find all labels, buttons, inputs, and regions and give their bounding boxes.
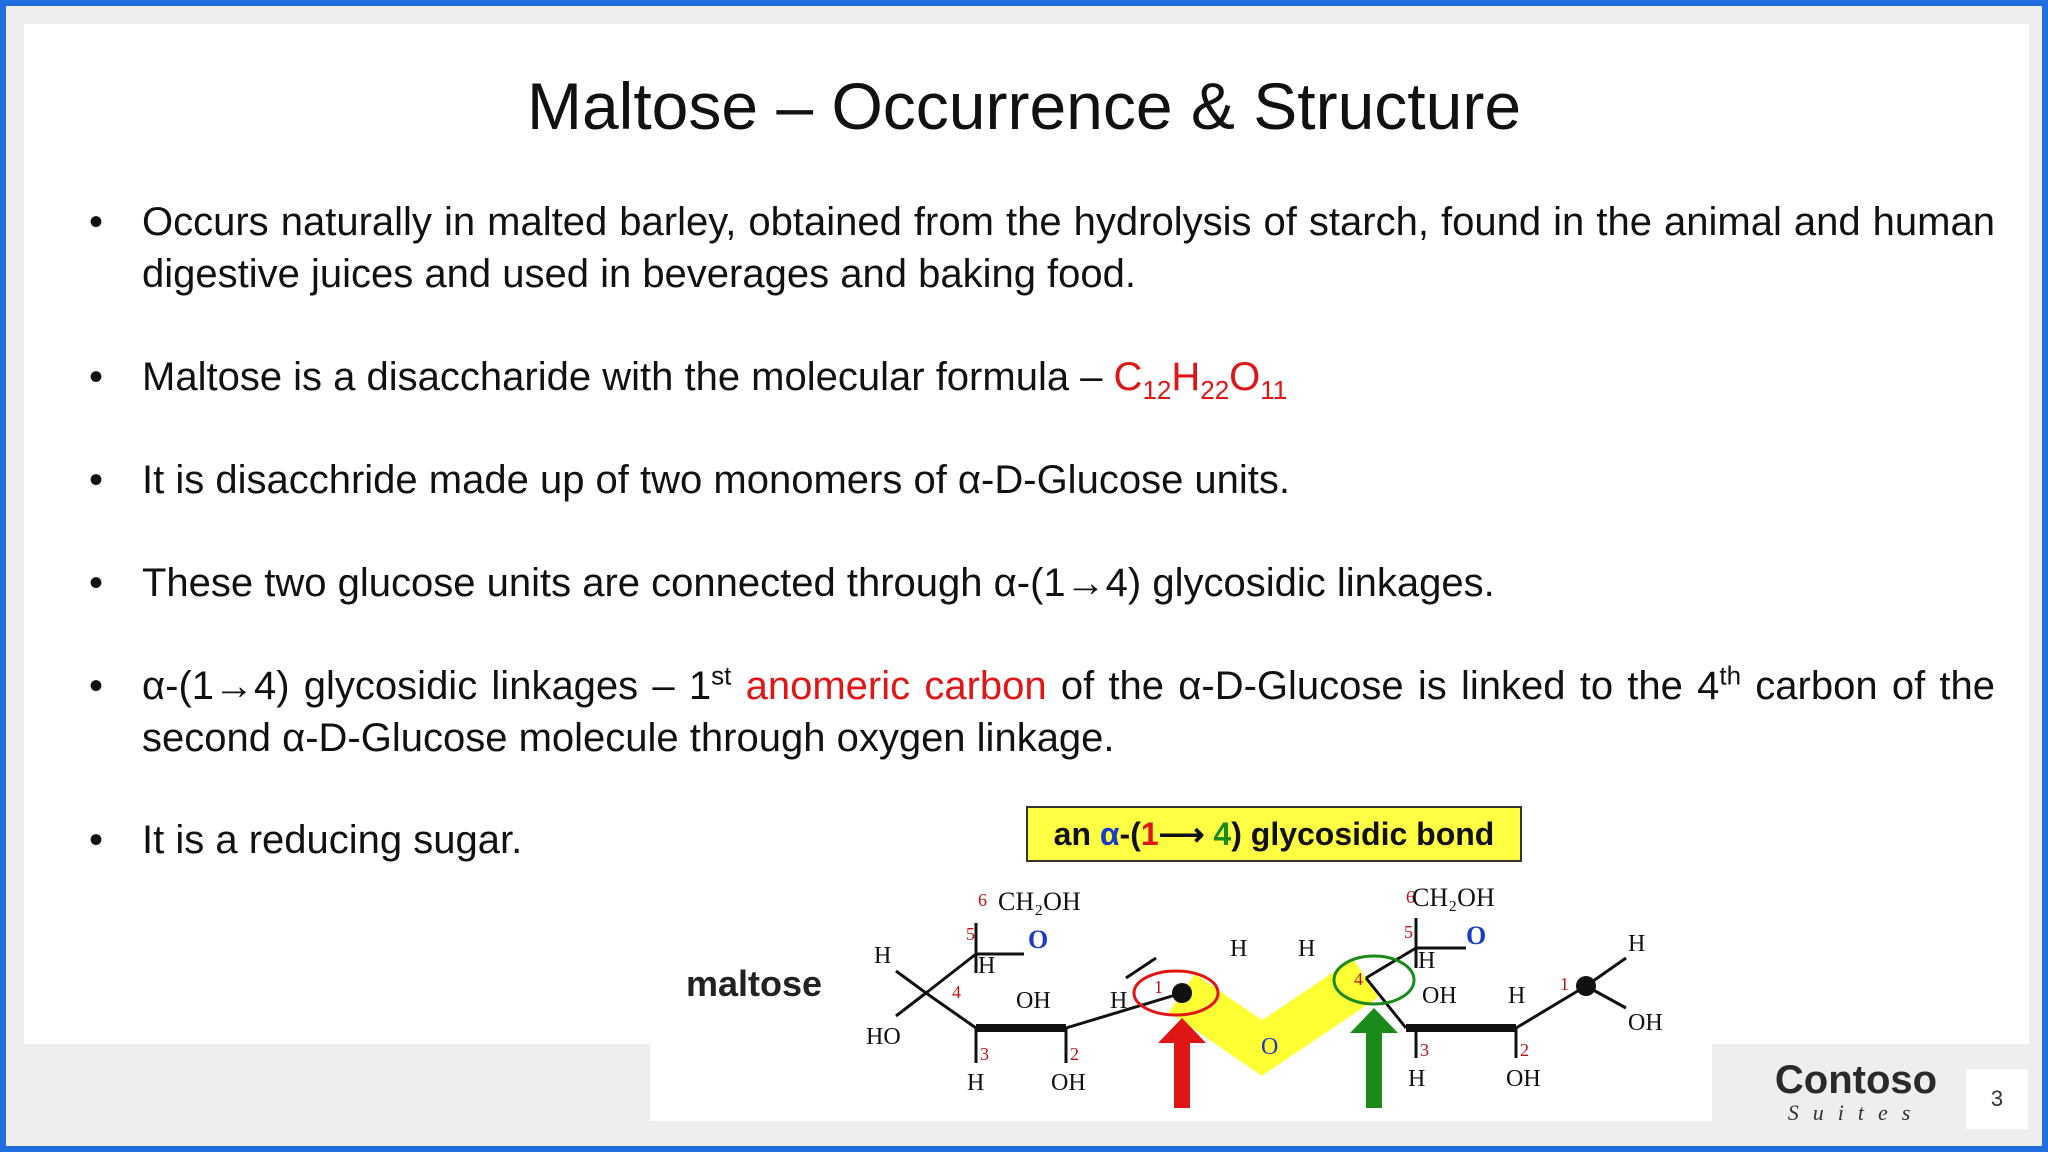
right-c4-h: H: [1298, 936, 1315, 962]
bullet-text-part: carbon of the second α-D-Glucose molecul…: [142, 664, 1996, 760]
green-arrow-icon: [1350, 1008, 1398, 1108]
carbon-1-highlight-circle: [1132, 969, 1220, 1017]
logo-wordmark: Contoso: [1774, 1058, 1938, 1102]
ordinal-suffix: th: [1719, 660, 1742, 691]
left-c3-oh: OH: [1016, 988, 1051, 1014]
substituent-bond: [895, 969, 927, 995]
ring-bond: [925, 952, 977, 995]
right-ring-oxygen: O: [1466, 921, 1486, 950]
left-c4-h: H: [874, 943, 891, 969]
page-number: 3: [1966, 1069, 2028, 1129]
ring-bond: [1365, 946, 1417, 980]
bullet-text-part: Maltose is a disaccharide with the molec…: [142, 355, 1114, 399]
bullet-text: α-(1→4) glycosidic linkages – 1st anomer…: [142, 660, 1995, 764]
bullet-marker: •: [89, 664, 104, 708]
formula-c-sub: 12: [1142, 375, 1172, 405]
left-c1-number: 1: [1154, 977, 1163, 997]
caption-arrow: ⟶: [1158, 816, 1214, 852]
caption-part: -(: [1119, 816, 1141, 852]
carbon-4-highlight-circle: [1332, 954, 1416, 1006]
caption-alpha: α: [1099, 816, 1120, 852]
bullet-text: Maltose is a disaccharide with the molec…: [142, 351, 1995, 403]
substituent-bond: [1125, 956, 1157, 980]
left-c3-h: H: [967, 1070, 984, 1096]
caption-part: ) glycosidic bond: [1231, 816, 1495, 852]
caption-carbon-1: 1: [1140, 816, 1159, 852]
figure-label: maltose: [686, 963, 823, 1004]
right-c6-number: 6: [1406, 887, 1415, 907]
left-c5-number: 5: [966, 924, 975, 944]
substituent-bond: [895, 991, 927, 1018]
bullet-text-part: α-(1→4) glycosidic linkages – 1: [142, 664, 712, 708]
glycosidic-bond-caption: an α-(1⟶ 4) glycosidic bond: [1026, 806, 1522, 862]
left-c2-oh: OH: [1051, 1070, 1086, 1096]
right-c2-oh: OH: [1506, 1066, 1541, 1092]
left-c3-number: 3: [980, 1044, 989, 1064]
right-c4-number: 4: [1354, 969, 1363, 989]
bullet-text-part: of the α-D-Glucose is linked to the 4: [1046, 664, 1720, 708]
slide: Maltose – Occurrence & Structure • Occur…: [6, 6, 2042, 1146]
formula-h-sub: 22: [1200, 375, 1230, 405]
left-c5-h: H: [978, 953, 995, 979]
glycosidic-linkage-highlight: [1168, 958, 1379, 1076]
ordinal-suffix: st: [711, 660, 732, 691]
right-c2-h: H: [1508, 983, 1525, 1009]
left-ch2oh-label: CH₂OH: [998, 887, 1081, 916]
right-anomeric-carbon-dot: [1576, 976, 1596, 996]
left-c4-number: 4: [952, 982, 961, 1002]
right-c5-number: 5: [1404, 922, 1413, 942]
formula-c: C: [1113, 355, 1143, 399]
right-c1-number: 1: [1560, 974, 1569, 994]
formula-h: H: [1171, 355, 1201, 399]
right-c3-oh: OH: [1422, 983, 1457, 1009]
right-c3-number: 3: [1420, 1040, 1429, 1060]
maltose-structure-diagram: CH₂OH 6 5 H O H 4 HO OH H 3 H 2 OH 1 H O…: [866, 883, 1663, 1108]
logo-subtitle: Suites: [1787, 1100, 1925, 1125]
left-c6-number: 6: [978, 890, 987, 910]
caption-part: an: [1053, 816, 1100, 852]
anomeric-carbon-dot: [1172, 983, 1192, 1003]
left-ring-oxygen: O: [1028, 925, 1048, 954]
bullet-marker: •: [89, 458, 104, 502]
ring-bond: [1065, 991, 1183, 1030]
formula-o: O: [1229, 355, 1261, 399]
bullet-marker: •: [89, 200, 104, 244]
right-c2-number: 2: [1520, 1040, 1529, 1060]
caption-carbon-4: 4: [1213, 816, 1232, 852]
left-c1-h: H: [1230, 936, 1247, 962]
ring-bond: [1515, 984, 1587, 1030]
left-c2-h: H: [1110, 988, 1127, 1014]
ring-bond: [925, 991, 977, 1030]
right-c3-h: H: [1408, 1066, 1425, 1092]
bullet-text: It is disacchride made up of two monomer…: [142, 458, 1291, 502]
right-c1-oh: OH: [1628, 1010, 1663, 1036]
slide-title: Maltose – Occurrence & Structure: [526, 69, 1522, 143]
right-c5-h: H: [1418, 948, 1435, 974]
contoso-suites-logo: Contoso Suites: [1756, 1059, 1956, 1125]
molecular-formula: C12H22O11: [1113, 355, 1288, 403]
glycosidic-oxygen: O: [1261, 1034, 1278, 1060]
bullet-text: It is a reducing sugar.: [142, 818, 523, 862]
bullet-text: These two glucose units are connected th…: [142, 561, 1495, 605]
bullet-text: Occurs naturally in malted barley, obtai…: [142, 200, 1995, 296]
left-glucose-ring: [895, 923, 1183, 1063]
bullet-marker: •: [89, 561, 104, 605]
bullet-marker: •: [89, 818, 104, 862]
formula-o-sub: 11: [1260, 375, 1288, 405]
left-c2-number: 2: [1070, 1044, 1079, 1064]
right-ch2oh-label: CH₂OH: [1412, 883, 1495, 912]
right-c1-h: H: [1628, 931, 1645, 957]
bullet-marker: •: [89, 355, 104, 399]
red-arrow-icon: [1158, 1018, 1206, 1108]
left-c4-ho: HO: [866, 1024, 901, 1050]
highlight-anomeric-carbon: anomeric carbon: [745, 664, 1047, 708]
